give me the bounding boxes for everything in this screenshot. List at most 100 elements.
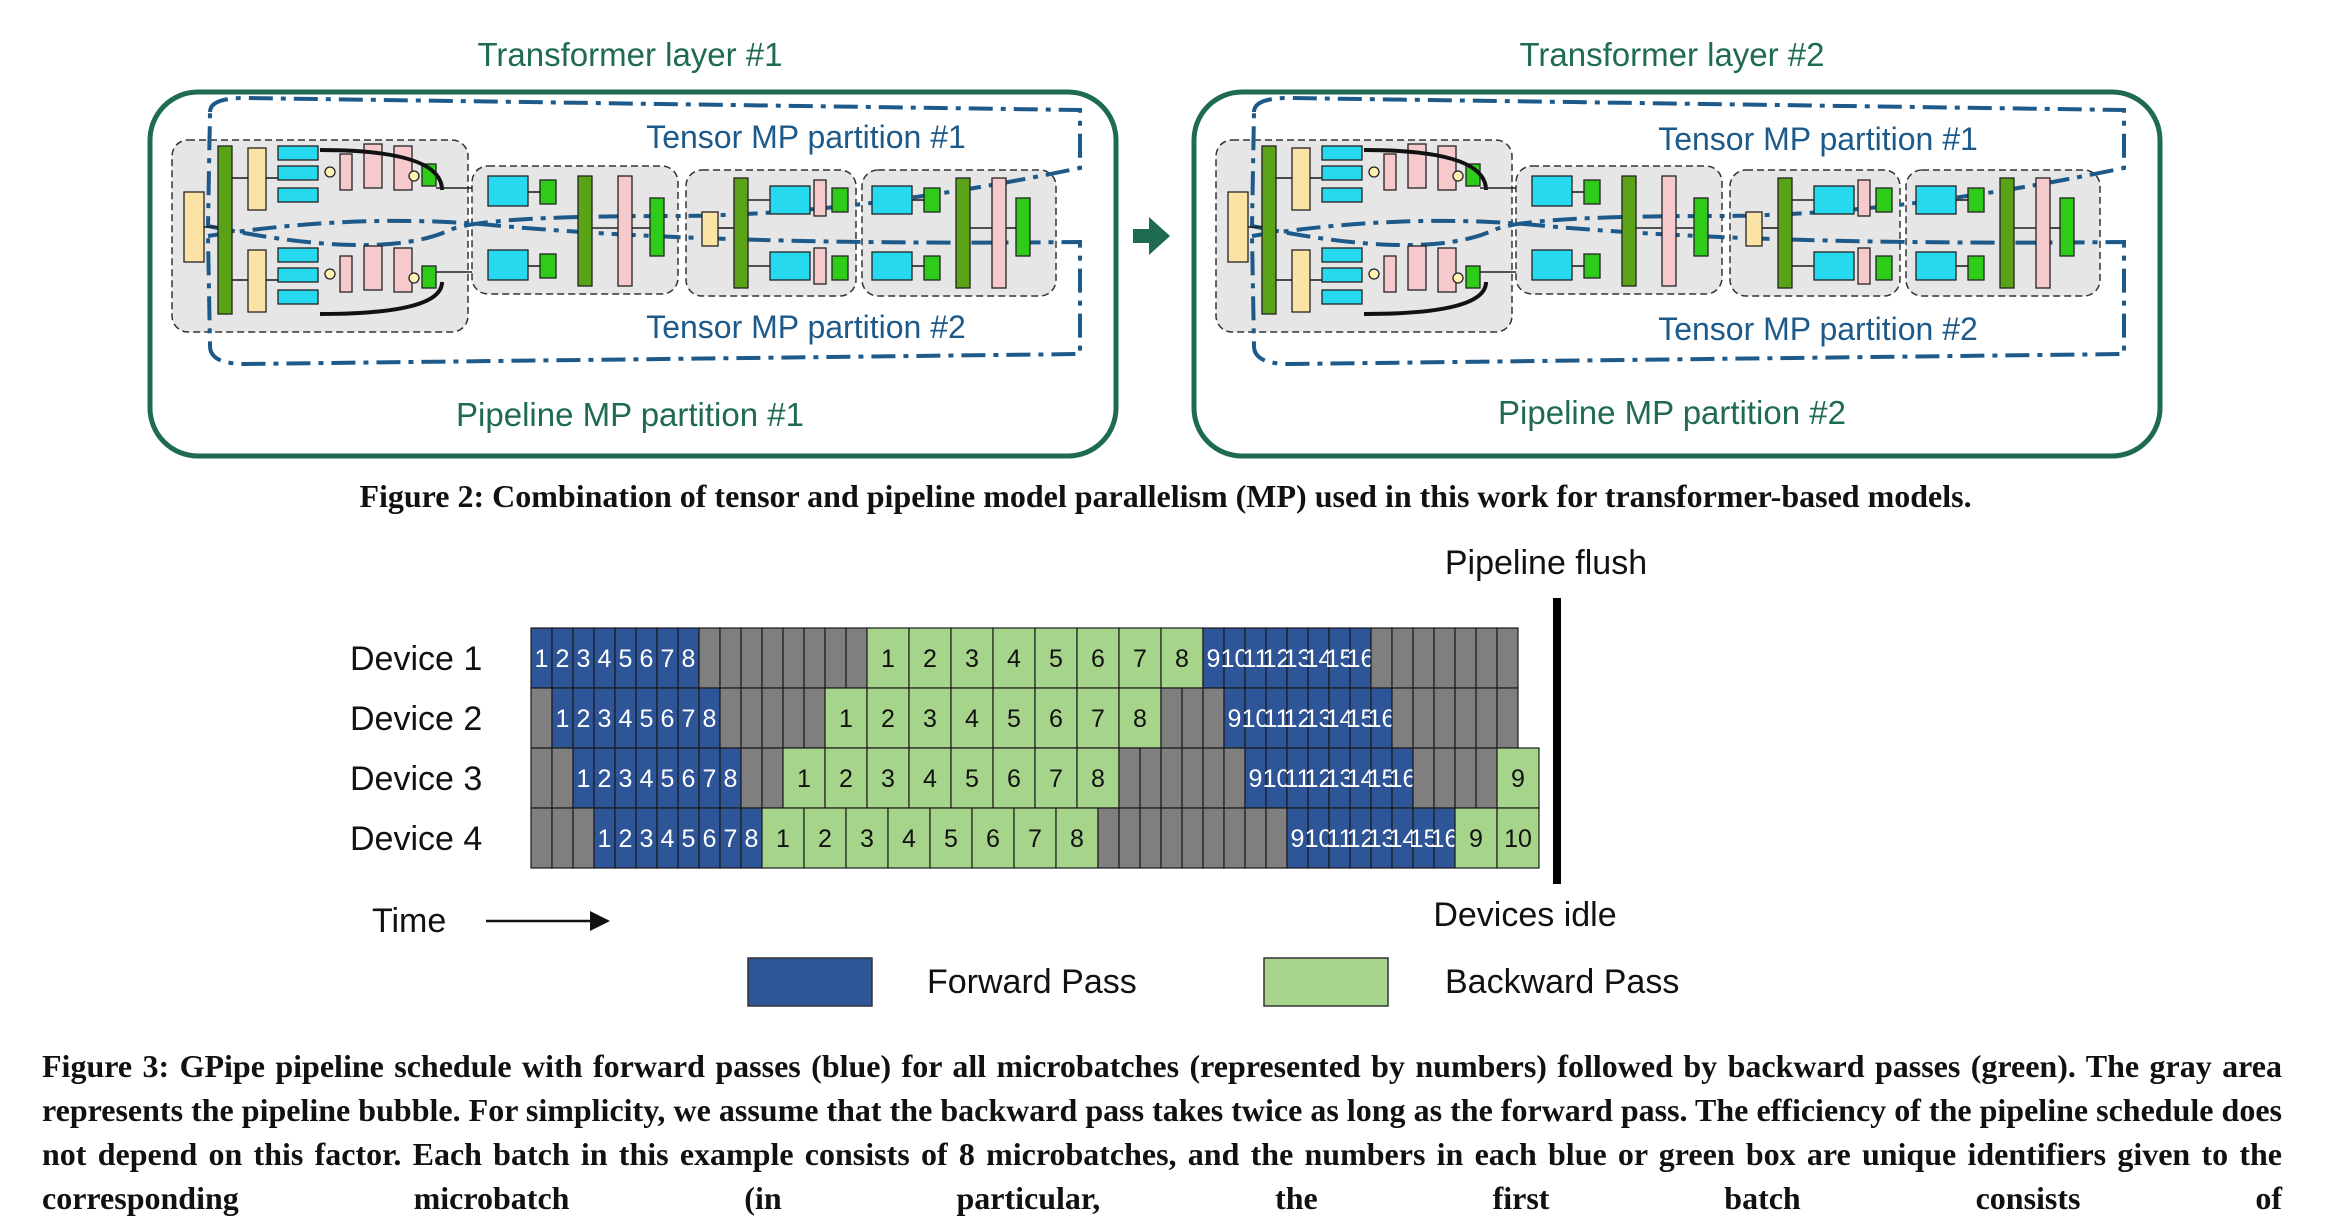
residual-block (923, 187, 941, 213)
projection-block (421, 265, 437, 289)
idle-cell (530, 747, 553, 809)
multiply-op-icon (1452, 170, 1464, 182)
idle-cell (803, 687, 826, 749)
backward-pass-cell (1118, 687, 1162, 749)
gelu-block (1857, 247, 1871, 285)
backward-microbatch-id: 7 (1049, 765, 1063, 793)
idle-cell (1181, 807, 1204, 869)
backward-microbatch-id: 5 (1049, 645, 1063, 673)
idle-cell (1160, 687, 1183, 749)
devices-idle-label: Devices idle (1433, 896, 1616, 934)
idle-cell (572, 807, 595, 869)
multiply-op-icon (324, 166, 336, 178)
backward-pass-cell (1076, 747, 1120, 809)
linear-block (1261, 145, 1277, 315)
backward-pass-cell (1076, 687, 1120, 749)
backward-microbatch-id: 4 (965, 705, 979, 733)
backward-microbatch-id: 4 (902, 825, 916, 853)
forward-microbatch-id: 5 (661, 765, 675, 793)
backward-pass-cell (866, 627, 910, 689)
dropout-block (487, 175, 529, 207)
forward-microbatch-id: 9 (1249, 765, 1263, 793)
idle-cell (1391, 627, 1414, 689)
backward-pass-cell (824, 747, 868, 809)
multiply-op-icon (1368, 268, 1380, 280)
idle-cell (803, 627, 826, 689)
backward-microbatch-id: 8 (1133, 705, 1147, 733)
pipeline-partition-1-label: Pipeline MP partition #1 (456, 396, 804, 433)
forward-microbatch-id: 2 (619, 825, 633, 853)
backward-pass-cell (887, 807, 931, 869)
idle-cell (824, 627, 847, 689)
backward-microbatch-id: 1 (776, 825, 790, 853)
device-label-2: Device 2 (350, 700, 482, 738)
backward-pass-cell (1160, 627, 1204, 689)
forward-microbatch-id: 3 (640, 825, 654, 853)
forward-microbatch-id: 12 (1347, 825, 1375, 853)
forward-microbatch-id: 15 (1368, 765, 1396, 793)
transformer-layer-2-title: Transformer layer #2 (1519, 36, 1824, 73)
softmax-block (363, 245, 383, 291)
backward-microbatch-id: 3 (965, 645, 979, 673)
attention-head-block (1321, 165, 1363, 181)
fc-block (1693, 197, 1709, 257)
figure3-chart: Pipeline flush Devices idle Device 1 Dev… (350, 544, 1679, 1007)
tensor-partition-2-label-l2: Tensor MP partition #2 (1658, 311, 1978, 347)
transformer-layer-1-title: Transformer layer #1 (477, 36, 782, 73)
forward-microbatch-id: 15 (1410, 825, 1438, 853)
gelu-block (617, 175, 633, 287)
layernorm-block (1621, 175, 1637, 287)
backward-microbatch-id: 8 (1070, 825, 1084, 853)
backward-pass-cell (866, 687, 910, 749)
attention-head-block (1321, 187, 1363, 203)
backward-microbatch-id: 8 (1175, 645, 1189, 673)
idle-cell (1433, 747, 1456, 809)
idle-cell (1454, 687, 1477, 749)
forward-microbatch-id: 6 (640, 645, 654, 673)
residual-block (539, 179, 557, 205)
idle-cell (761, 747, 784, 809)
backward-pass-cell (1496, 807, 1540, 869)
backward-microbatch-id: 3 (923, 705, 937, 733)
idle-cell (1391, 687, 1414, 749)
idle-cell (551, 807, 574, 869)
backward-microbatch-id: 4 (1007, 645, 1021, 673)
layer-connector-arrow-icon (1133, 217, 1170, 255)
backward-microbatch-id: 6 (1007, 765, 1021, 793)
idle-cell (1202, 747, 1225, 809)
forward-microbatch-id: 2 (577, 705, 591, 733)
forward-microbatch-id: 7 (724, 825, 738, 853)
backward-microbatch-id: 2 (923, 645, 937, 673)
dropout-block (769, 185, 811, 215)
backward-microbatch-id: 1 (881, 645, 895, 673)
forward-microbatch-id: 16 (1347, 645, 1375, 673)
backward-microbatch-id: 8 (1091, 765, 1105, 793)
gelu-block (1857, 179, 1871, 217)
matmul-block (1437, 145, 1457, 191)
linear-block (217, 145, 233, 315)
backward-microbatch-id: 7 (1091, 705, 1105, 733)
residual-block (539, 253, 557, 279)
attention-head-block (277, 187, 319, 203)
tensor-partition-2-label-l1: Tensor MP partition #2 (646, 309, 966, 345)
forward-microbatch-id: 6 (661, 705, 675, 733)
fc-block (1875, 255, 1893, 281)
dropout-block (871, 251, 913, 281)
backward-pass-cell (845, 807, 889, 869)
forward-microbatch-id: 13 (1305, 705, 1333, 733)
fc-block (1875, 187, 1893, 213)
residual-block (1967, 255, 1985, 281)
forward-microbatch-id: 16 (1431, 825, 1459, 853)
backward-microbatch-id: 5 (1007, 705, 1021, 733)
backward-microbatch-id: 5 (965, 765, 979, 793)
forward-microbatch-id: 5 (619, 645, 633, 673)
backward-microbatch-id: 1 (839, 705, 853, 733)
matmul-block (393, 247, 413, 293)
idle-cell (761, 687, 784, 749)
attention-head-block (277, 267, 319, 283)
multiply-op-icon (1452, 272, 1464, 284)
softmax-block (363, 143, 383, 189)
time-label: Time (372, 902, 446, 940)
